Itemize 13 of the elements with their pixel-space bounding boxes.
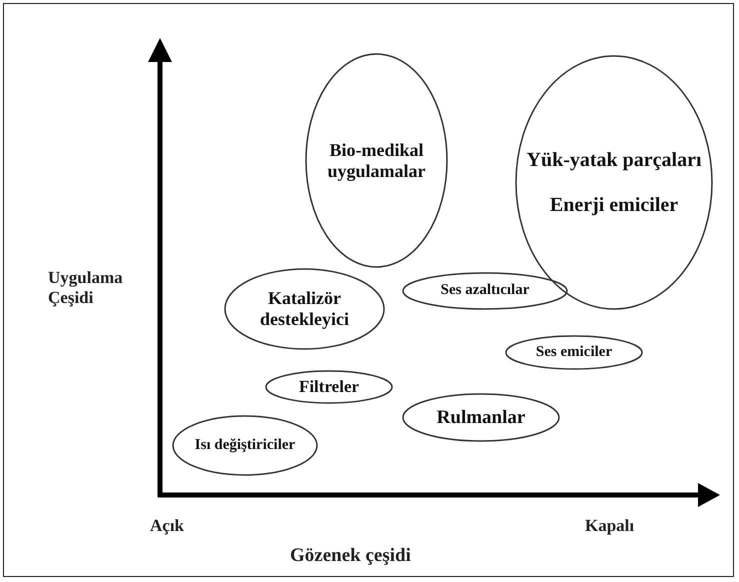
node-label: Bio-medikal uygulamalar [326,140,426,182]
axis-tick-label: Kapalı [585,516,636,536]
node-label: Ses azaltıcılar [440,282,530,300]
axis-tick-label: Açık [150,516,185,536]
node-label: Yük-yatak parçaları [526,148,702,172]
node-label: Rulmanlar [436,406,526,428]
node-label: Isı değiştiriciler [194,436,296,454]
axis-title: Gözenek çeşidi [290,545,412,568]
node-label: Ses emiciler [536,344,612,362]
axis-title: Uygulama Çeşidi [48,268,124,309]
node-label: Katalizör destekleyici [259,288,350,330]
node-label: Enerji emiciler [550,194,678,216]
node-label: Filtreler [298,377,360,397]
